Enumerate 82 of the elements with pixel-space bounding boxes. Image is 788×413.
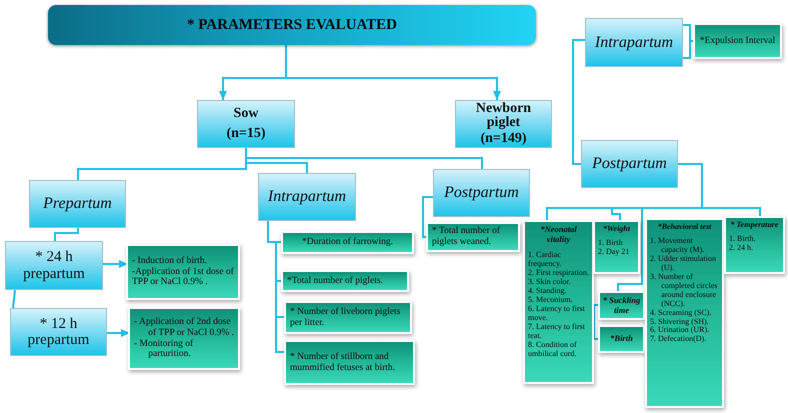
phase-box (29, 180, 126, 228)
parameter-box (283, 233, 412, 252)
timepoint-label: * 12 h prepartum (26, 316, 90, 348)
parameter-heading: *Weight (602, 225, 631, 234)
list-item: 6. Latency to first move. (528, 304, 586, 323)
parameter-text: *Total number of piglets. (287, 276, 384, 286)
sample-size-label: (n=149) (480, 132, 527, 146)
connector-line (245, 148, 483, 169)
parameter-box (726, 218, 783, 272)
connector-line (267, 221, 286, 353)
phase-label: Postpartum (592, 155, 667, 173)
phase-box (585, 18, 683, 67)
group-label: Sow (234, 106, 258, 122)
timepoint-box (10, 308, 107, 356)
list-item: 6. Urination (UR). (650, 326, 710, 336)
timepoint-box (5, 241, 103, 290)
parameter-box (286, 303, 410, 332)
parameter-box (595, 222, 638, 272)
parameter-box (695, 25, 780, 57)
arrow (107, 329, 130, 337)
list-item: 7. Latency to first teat. (528, 322, 586, 341)
parameter-text: -Application of 1st dose of TPP or NaCl 0.9% . (132, 266, 234, 288)
phase-box (258, 173, 356, 221)
parameter-box (428, 224, 518, 250)
parameter-box (283, 272, 407, 290)
list-item: 2. First respiration. (528, 268, 589, 278)
connector-line (682, 24, 696, 59)
connector-line (572, 39, 585, 165)
connector-line (12, 290, 16, 308)
phase-label: Postpartum (444, 184, 519, 202)
list-item: 8. Condition of umbilical cord. (528, 340, 578, 358)
group-label: Newborn piglet (474, 102, 532, 132)
parameter-box (130, 309, 238, 368)
list-item: 4. Standing. (528, 286, 568, 296)
list-item: 2. Udder stimulation (U). (650, 254, 717, 273)
parameter-text: * Suckling time (602, 296, 641, 316)
phase-label: Prepartum (43, 195, 112, 213)
parameter-box (647, 220, 722, 406)
list-item: 2. 24 h. (729, 244, 754, 253)
group-box (197, 100, 295, 148)
parameter-heading: *Neonatal vitality (539, 225, 578, 244)
parameter-box (128, 246, 238, 298)
list-item: 2. Day 21 (598, 248, 630, 257)
phase-box (433, 169, 530, 217)
parameter-text: - Induction of birth. (132, 256, 208, 267)
arrow (285, 45, 501, 100)
list-item: 1. Movement capacity (M). (650, 236, 706, 255)
parameter-text: * Number of liveborn piglets per litter. (290, 306, 402, 328)
parameter-text: * Number of stillborn and mummified fetuses at birth. (290, 352, 396, 374)
group-box (455, 100, 552, 148)
parameter-box (600, 327, 643, 351)
list-item: 1. Cardiac frequency. (528, 251, 562, 269)
list-item: 5. Meconium. (528, 296, 574, 305)
phase-box (581, 140, 678, 188)
title-banner (48, 5, 536, 45)
sample-size-label: (n=15) (226, 126, 266, 142)
connector-line (54, 228, 79, 241)
connector-line (678, 163, 761, 218)
parameter-text: *Birth (609, 334, 634, 344)
list-item: 1. Birth (598, 238, 624, 248)
parameter-box (286, 342, 413, 383)
parameter-heading: * Temperature (730, 221, 780, 230)
parameter-text: * Total number of piglets weaned. (432, 226, 502, 248)
list-item: 4. Screaming (SC). (650, 308, 712, 317)
timepoint-label: * 24 h prepartum (22, 249, 86, 282)
parameter-box (525, 222, 592, 382)
list-item: 3. Number of completed circles around enclosure (NCC). (650, 272, 718, 309)
parameter-heading: *Behavioral test (656, 223, 712, 232)
list-item: 1. Birth. (729, 234, 756, 244)
parameter-text: *Duration of farrowing. (300, 237, 394, 248)
banner-title: * PARAMETERS EVALUATED (186, 16, 398, 34)
phase-label: Intrapartum (594, 34, 674, 52)
list-item: 7. Defecation(D). (650, 335, 708, 344)
arrow (103, 260, 128, 268)
list-item: 3. Skin color. (528, 278, 571, 287)
connector-line (422, 196, 433, 238)
parameter-text: - Application of 2nd dose of TPP or NaCl 0.9% . (134, 317, 234, 338)
connector-line (593, 304, 600, 340)
list-item: 5. Shivering (SH). (650, 318, 710, 326)
parameter-text: - Monitoring of parturition. (134, 338, 194, 360)
parameter-text: *Expulsion Interval (699, 36, 776, 46)
phase-label: Intrapartum (268, 188, 346, 206)
